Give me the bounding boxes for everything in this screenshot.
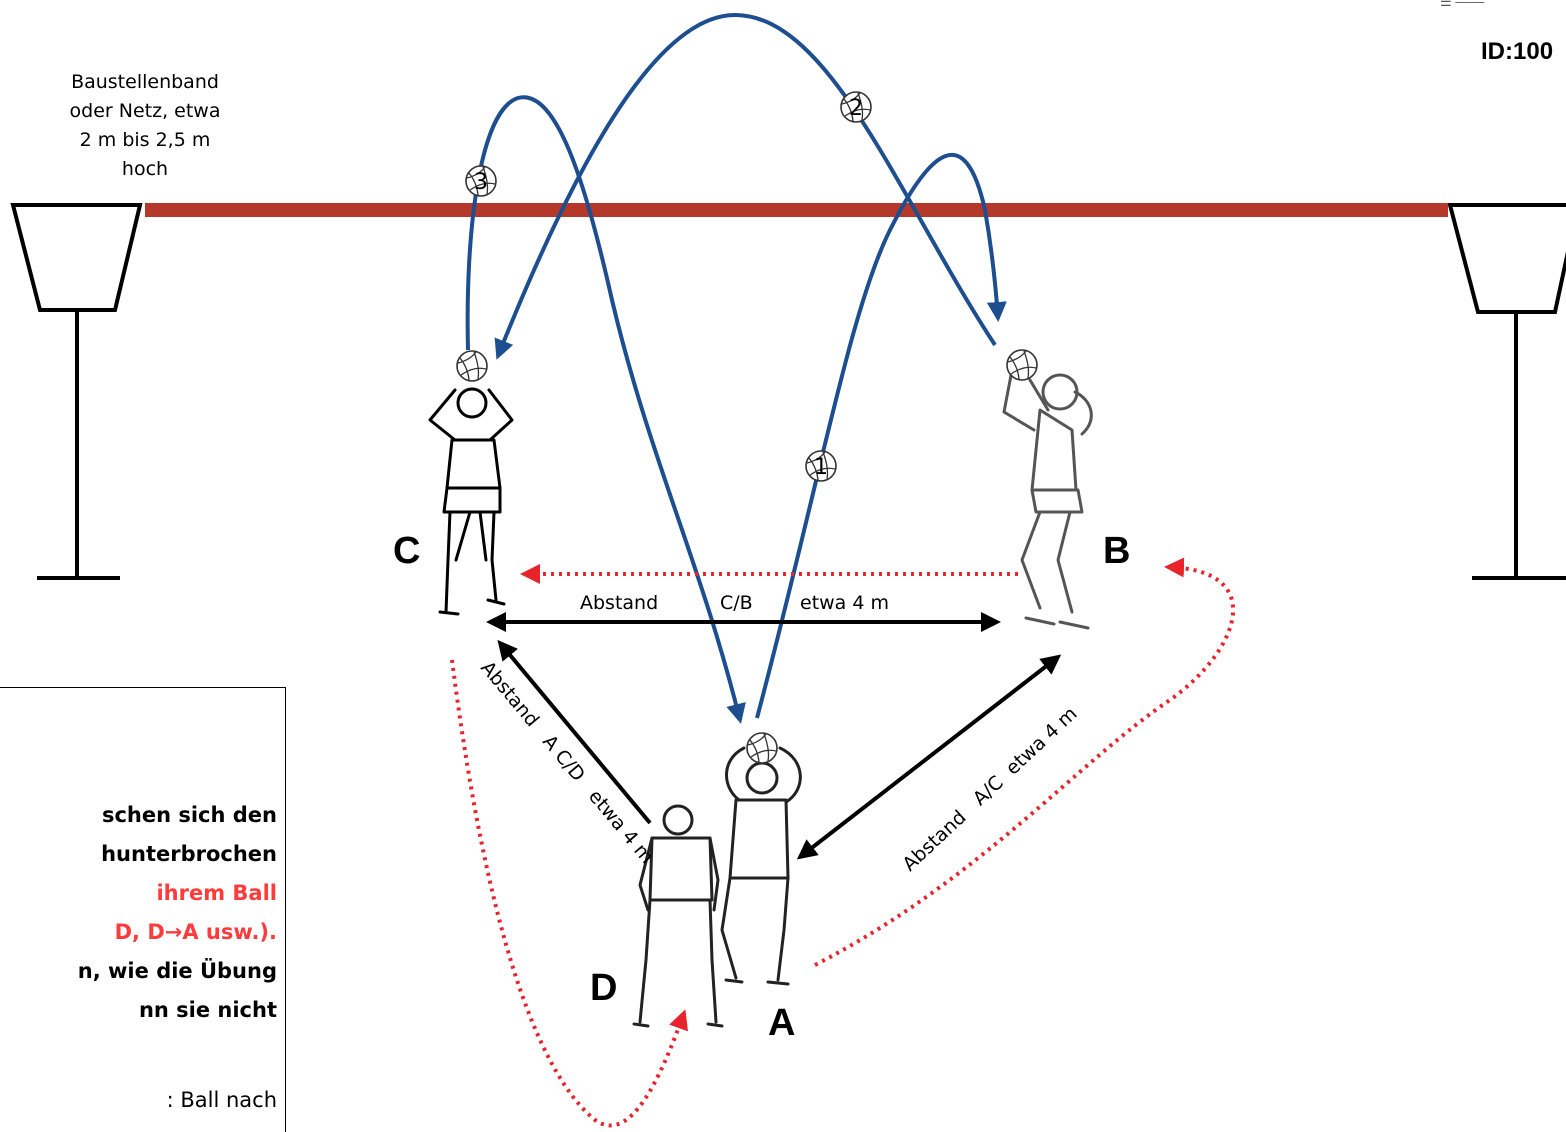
net-note: Baustellenband oder Netz, etwa 2 m bis 2…	[50, 68, 240, 184]
instruction-box: schen sich den hunterbrochen ihrem Ball …	[0, 687, 286, 1132]
instruction-line: schen sich den	[101, 803, 277, 827]
instruction-line: : Ball nach	[166, 1088, 277, 1112]
distance-label-cb-pair: C/B	[720, 592, 753, 614]
player-label-b: B	[1103, 530, 1131, 572]
instruction-line: D, D→A usw.).	[114, 920, 277, 944]
distance-label-cb-word: Abstand	[580, 592, 659, 614]
svg-text:2: 2	[849, 96, 863, 121]
instruction-line: n, wie die Übung	[77, 959, 277, 983]
player-d-figure	[632, 804, 724, 1028]
instruction-line: hunterbrochen	[101, 842, 277, 866]
player-label-a: A	[768, 1002, 796, 1044]
ball-marker-1: 1	[805, 450, 837, 482]
distance-arrow-ac	[796, 654, 1062, 860]
svg-text:1: 1	[814, 455, 828, 480]
left-post	[10, 203, 143, 580]
distance-arrow-acd	[497, 639, 652, 825]
instruction-line: nn sie nicht	[138, 998, 277, 1022]
run-path-a-to-b	[814, 557, 1236, 967]
player-a-figure	[720, 746, 802, 986]
distance-label-acd: Abstand A C/D etwa 4 m	[476, 657, 658, 868]
ball-path-b-to-c	[494, 12, 997, 360]
ball-marker-3: 3	[465, 165, 497, 197]
right-post	[1447, 203, 1566, 580]
net-note-line: hoch	[121, 158, 169, 180]
instruction-line: ihrem Ball	[156, 881, 277, 905]
net-note-line: 2 m bis 2,5 m	[79, 129, 211, 151]
ball-path-a-to-b	[755, 152, 1007, 719]
ball-at-a	[746, 732, 778, 764]
run-path-c-to-d	[450, 659, 689, 1128]
ball-at-b	[1006, 349, 1038, 381]
net-note-line: Baustellenband	[71, 71, 219, 93]
ball-at-c	[456, 350, 488, 382]
distance-label-cb-value: etwa 4 m	[800, 592, 889, 614]
net-note-line: oder Netz, etwa	[69, 100, 221, 122]
player-b-figure	[1002, 368, 1093, 630]
ball-path-c-to-a	[465, 95, 746, 724]
player-label-d: D	[590, 967, 618, 1009]
id-label: ID:100	[1481, 38, 1554, 65]
ball-marker-2: 2	[840, 91, 872, 123]
player-c-figure	[428, 387, 514, 616]
logo: ☰ ‒‒‒‒	[1440, 0, 1485, 9]
svg-text:3: 3	[474, 170, 488, 195]
player-label-c: C	[393, 530, 421, 572]
